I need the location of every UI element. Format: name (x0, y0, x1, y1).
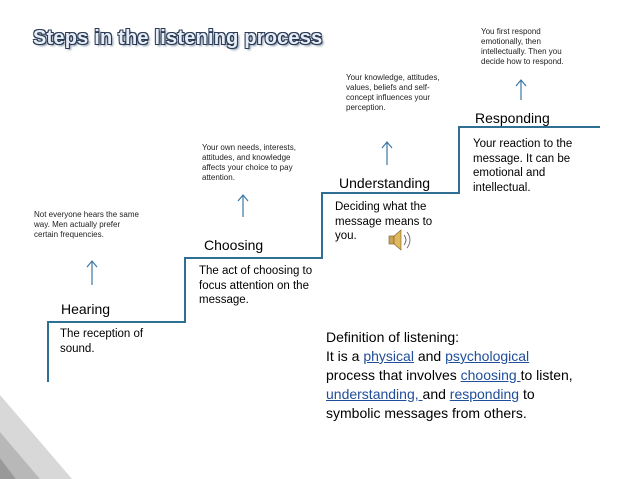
staircase-line (47, 126, 600, 382)
responding-description: Your reaction to the message. It can be … (473, 138, 573, 194)
definition-line-1: It is a physical and psychological (326, 347, 626, 366)
definition-text: process that involves (326, 367, 461, 383)
slide-title: Steps in the listening process (33, 27, 323, 49)
up-arrow-icon (237, 194, 249, 217)
up-arrow-icon (515, 79, 527, 100)
responding-note: You first respond emotionally, then inte… (481, 27, 564, 66)
understanding-description: Deciding what the message means to you. (335, 201, 433, 242)
hearing-note: Not everyone hears the same way. Men act… (34, 210, 139, 239)
definition-text: to listen, (520, 367, 573, 383)
definition-text: and (413, 348, 446, 364)
page-curl (0, 395, 72, 479)
psychological-link[interactable]: psychological (445, 348, 530, 364)
definition-line-4: symbolic messages from others. (326, 405, 527, 421)
understanding-link[interactable]: understanding, (326, 386, 423, 402)
step-choosing: Choosing (204, 237, 264, 253)
understanding-note: Your knowledge, attitudes, values, belie… (346, 73, 440, 112)
definition-text: to (519, 386, 535, 402)
choosing-note: Your own needs, interests, attitudes, an… (202, 143, 296, 182)
step-responding: Responding (475, 110, 550, 126)
definition-line-3: understanding, and responding to (326, 385, 626, 404)
step-hearing: Hearing (61, 301, 111, 317)
definition-line-2: process that involves choosing to listen… (326, 366, 626, 385)
definition-text: and (422, 386, 450, 402)
choosing-link[interactable]: choosing (460, 367, 521, 383)
choosing-description: The act of choosing to focus attention o… (199, 265, 313, 306)
definition-block: Definition of listening: It is a physica… (326, 328, 626, 423)
definition-text: It is a (326, 348, 364, 364)
up-arrow-icon (86, 260, 98, 285)
physical-link[interactable]: physical (363, 348, 414, 364)
step-understanding: Understanding (339, 175, 431, 191)
hearing-description: The reception of sound. (60, 328, 144, 355)
speaker-icon[interactable] (388, 229, 411, 251)
definition-heading: Definition of listening: (326, 329, 460, 345)
responding-link[interactable]: responding (449, 386, 520, 402)
up-arrow-icon (381, 141, 393, 165)
